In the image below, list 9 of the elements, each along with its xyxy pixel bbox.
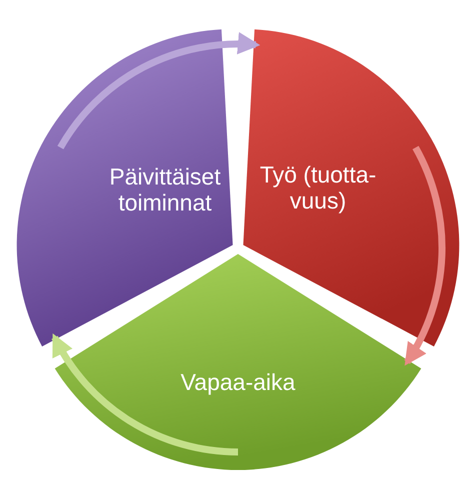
- segment-label: Työ (tuotta-vuus): [258, 162, 378, 214]
- cycle-arrow: [58, 33, 260, 150]
- pie-segment: [243, 29, 460, 347]
- cycle-arrow: [52, 334, 238, 456]
- segment-label: Vapaa-aika: [180, 368, 296, 396]
- pie-segment: [16, 29, 233, 347]
- pie-segment: [54, 254, 422, 470]
- segment-label: Päivittäiset toiminnat: [108, 164, 222, 216]
- cycle-arrow: [404, 146, 446, 366]
